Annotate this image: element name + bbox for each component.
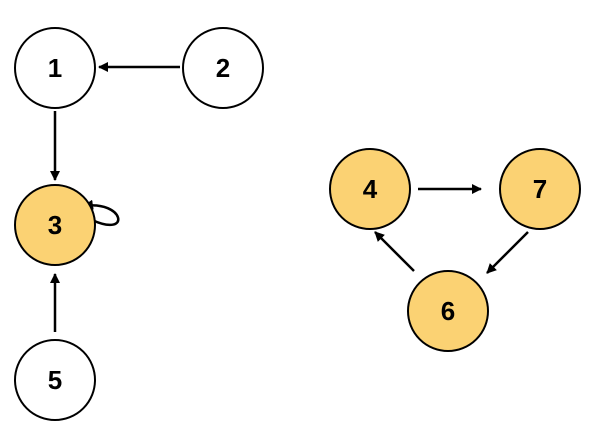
node-4: 4: [329, 148, 411, 230]
node-6-label: 6: [441, 296, 455, 326]
node-5-label: 5: [48, 365, 62, 395]
node-1-label: 1: [48, 53, 62, 83]
edge-3-to-3-self-loop: [83, 199, 120, 227]
node-4-circle: [329, 148, 411, 230]
node-6-circle: [407, 270, 489, 352]
node-7-label: 7: [533, 174, 547, 204]
node-5-circle: [14, 339, 96, 421]
node-7-circle: [499, 148, 581, 230]
edges: [50, 62, 529, 332]
node-1: 1: [14, 27, 96, 109]
node-2-label: 2: [216, 53, 230, 83]
node-6: 6: [407, 270, 489, 352]
node-5: 5: [14, 339, 96, 421]
node-1-circle: [14, 27, 96, 109]
node-2: 2: [182, 27, 264, 109]
node-4-label: 4: [363, 174, 378, 204]
node-3: 3: [14, 184, 96, 266]
node-3-circle: [14, 184, 96, 266]
node-2-circle: [182, 27, 264, 109]
node-3-label: 3: [48, 210, 62, 240]
edge-7-to-6: [486, 231, 529, 274]
node-7: 7: [499, 148, 581, 230]
edge-6-to-4: [374, 231, 415, 272]
